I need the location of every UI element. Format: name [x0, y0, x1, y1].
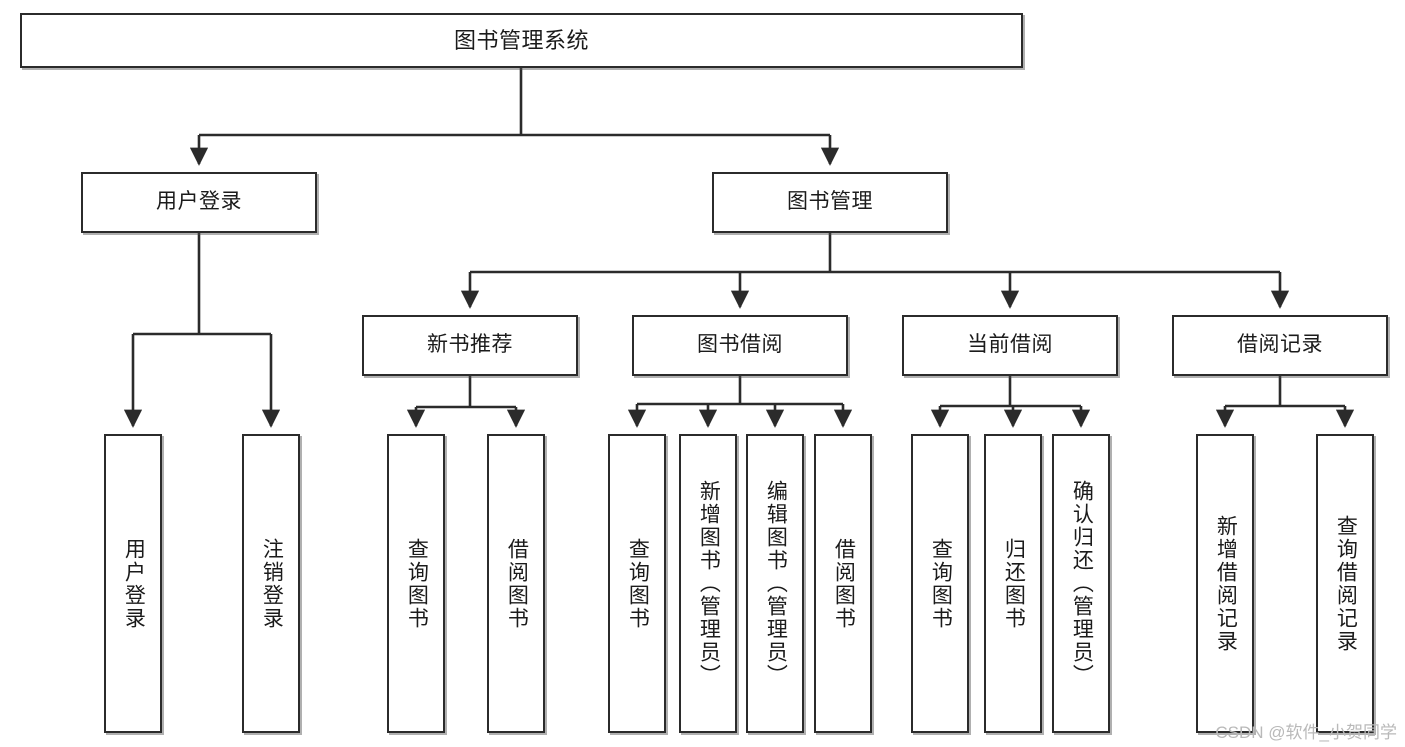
node-book-management-label: 图书管理: [787, 190, 873, 214]
node-book-management[interactable]: 图书管理: [712, 172, 948, 233]
node-leaf-edit-book-admin[interactable]: 编辑图书（管理员）: [746, 434, 804, 733]
node-leaf-add-book-admin-label: 新增图书（管理员）: [697, 480, 721, 687]
node-leaf-confirm-return-admin[interactable]: 确认归还（管理员）: [1052, 434, 1110, 733]
node-leaf-add-book-admin[interactable]: 新增图书（管理员）: [679, 434, 737, 733]
node-leaf-user-login[interactable]: 用户登录: [104, 434, 162, 733]
node-leaf-query-book-borrow[interactable]: 查询图书: [608, 434, 666, 733]
node-leaf-query-book-rec-label: 查询图书: [405, 537, 429, 630]
node-current-borrow[interactable]: 当前借阅: [902, 315, 1118, 376]
node-leaf-return-book[interactable]: 归还图书: [984, 434, 1042, 733]
node-book-borrow-label: 图书借阅: [697, 333, 783, 357]
node-borrow-record[interactable]: 借阅记录: [1172, 315, 1388, 376]
node-leaf-query-book-current-label: 查询图书: [929, 537, 953, 630]
node-leaf-return-book-label: 归还图书: [1002, 537, 1026, 630]
node-leaf-query-book-borrow-label: 查询图书: [626, 537, 650, 630]
node-leaf-query-borrow-record[interactable]: 查询借阅记录: [1316, 434, 1374, 733]
node-leaf-borrow-book-rec-label: 借阅图书: [505, 537, 529, 630]
node-leaf-query-book-rec[interactable]: 查询图书: [387, 434, 445, 733]
node-user-login-label: 用户登录: [156, 190, 242, 214]
node-leaf-query-borrow-record-label: 查询借阅记录: [1334, 514, 1358, 653]
node-root-label: 图书管理系统: [453, 27, 589, 53]
csdn-watermark: CSDN @软件_小贺同学: [1215, 723, 1397, 742]
node-leaf-query-book-current[interactable]: 查询图书: [911, 434, 969, 733]
node-leaf-borrow-book[interactable]: 借阅图书: [814, 434, 872, 733]
node-leaf-user-logout[interactable]: 注销登录: [242, 434, 300, 733]
node-leaf-add-borrow-record[interactable]: 新增借阅记录: [1196, 434, 1254, 733]
node-leaf-user-logout-label: 注销登录: [260, 537, 284, 630]
node-leaf-confirm-return-admin-label: 确认归还（管理员）: [1070, 480, 1094, 687]
node-leaf-add-borrow-record-label: 新增借阅记录: [1214, 514, 1238, 653]
node-current-borrow-label: 当前借阅: [967, 333, 1053, 357]
node-new-book-recommend-label: 新书推荐: [427, 333, 513, 357]
node-leaf-borrow-book-rec[interactable]: 借阅图书: [487, 434, 545, 733]
node-leaf-edit-book-admin-label: 编辑图书（管理员）: [764, 480, 788, 687]
node-leaf-user-login-label: 用户登录: [122, 537, 146, 630]
node-book-borrow[interactable]: 图书借阅: [632, 315, 848, 376]
node-user-login[interactable]: 用户登录: [81, 172, 317, 233]
node-leaf-borrow-book-label: 借阅图书: [832, 537, 856, 630]
node-borrow-record-label: 借阅记录: [1237, 333, 1323, 357]
node-root[interactable]: 图书管理系统: [20, 13, 1023, 68]
node-new-book-recommend[interactable]: 新书推荐: [362, 315, 578, 376]
